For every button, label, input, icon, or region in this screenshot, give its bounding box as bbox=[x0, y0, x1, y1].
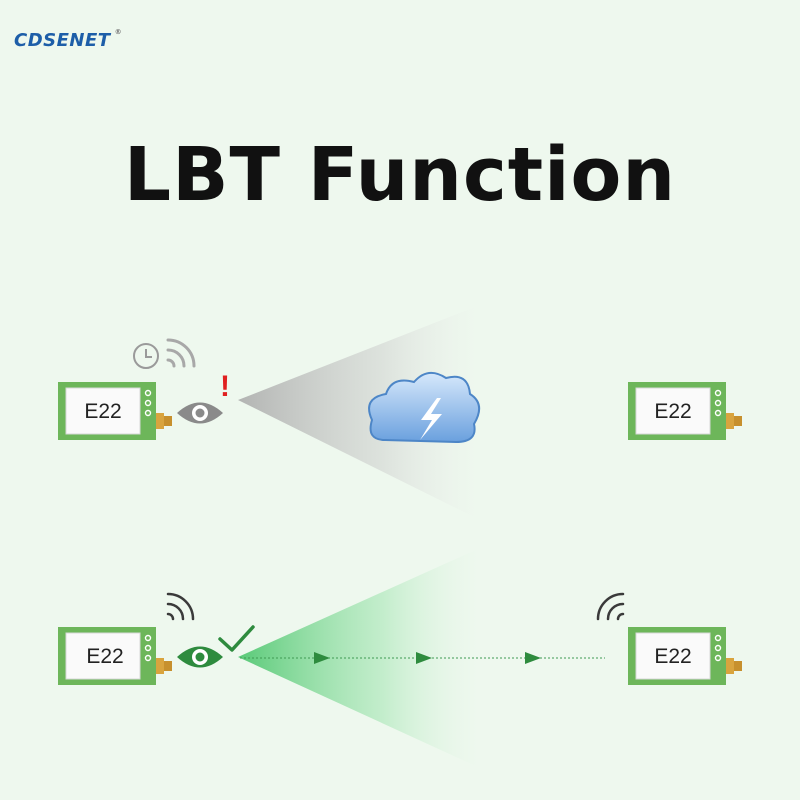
gray-listen-beam bbox=[238, 305, 480, 520]
signal-waves-icon bbox=[596, 592, 625, 621]
green-listen-beam bbox=[238, 548, 480, 768]
brand-logo: CDSENET® bbox=[14, 28, 123, 51]
e22-module-sender: E22 bbox=[58, 382, 172, 440]
transmission-path bbox=[240, 652, 605, 664]
e22-module-sender: E22 bbox=[58, 627, 172, 685]
signal-waves-icon bbox=[166, 592, 195, 621]
scenario-busy-channel: E22 ! E22 bbox=[58, 305, 742, 520]
receiver-label: E22 bbox=[654, 645, 691, 668]
sender-label: E22 bbox=[86, 645, 123, 668]
page-title: LBT Function bbox=[123, 132, 677, 218]
e22-module-receiver: E22 bbox=[628, 627, 742, 685]
arrow-icon bbox=[416, 652, 432, 664]
arrow-icon bbox=[314, 652, 330, 664]
sender-label: E22 bbox=[84, 400, 121, 423]
clock-icon bbox=[133, 343, 159, 369]
arrow-icon bbox=[525, 652, 541, 664]
registered-mark: ® bbox=[114, 28, 123, 36]
checkmark-icon bbox=[218, 625, 255, 652]
brand-name: CDSENET bbox=[14, 30, 111, 51]
scenario-clear-channel: E22 bbox=[58, 548, 742, 768]
signal-waves-icon bbox=[166, 338, 196, 368]
receiver-label: E22 bbox=[654, 400, 691, 423]
alert-mark: ! bbox=[220, 370, 230, 403]
eye-icon bbox=[177, 402, 223, 424]
eye-icon bbox=[177, 646, 223, 668]
cloud-lightning-icon bbox=[368, 371, 481, 444]
e22-module-receiver: E22 bbox=[628, 382, 742, 440]
